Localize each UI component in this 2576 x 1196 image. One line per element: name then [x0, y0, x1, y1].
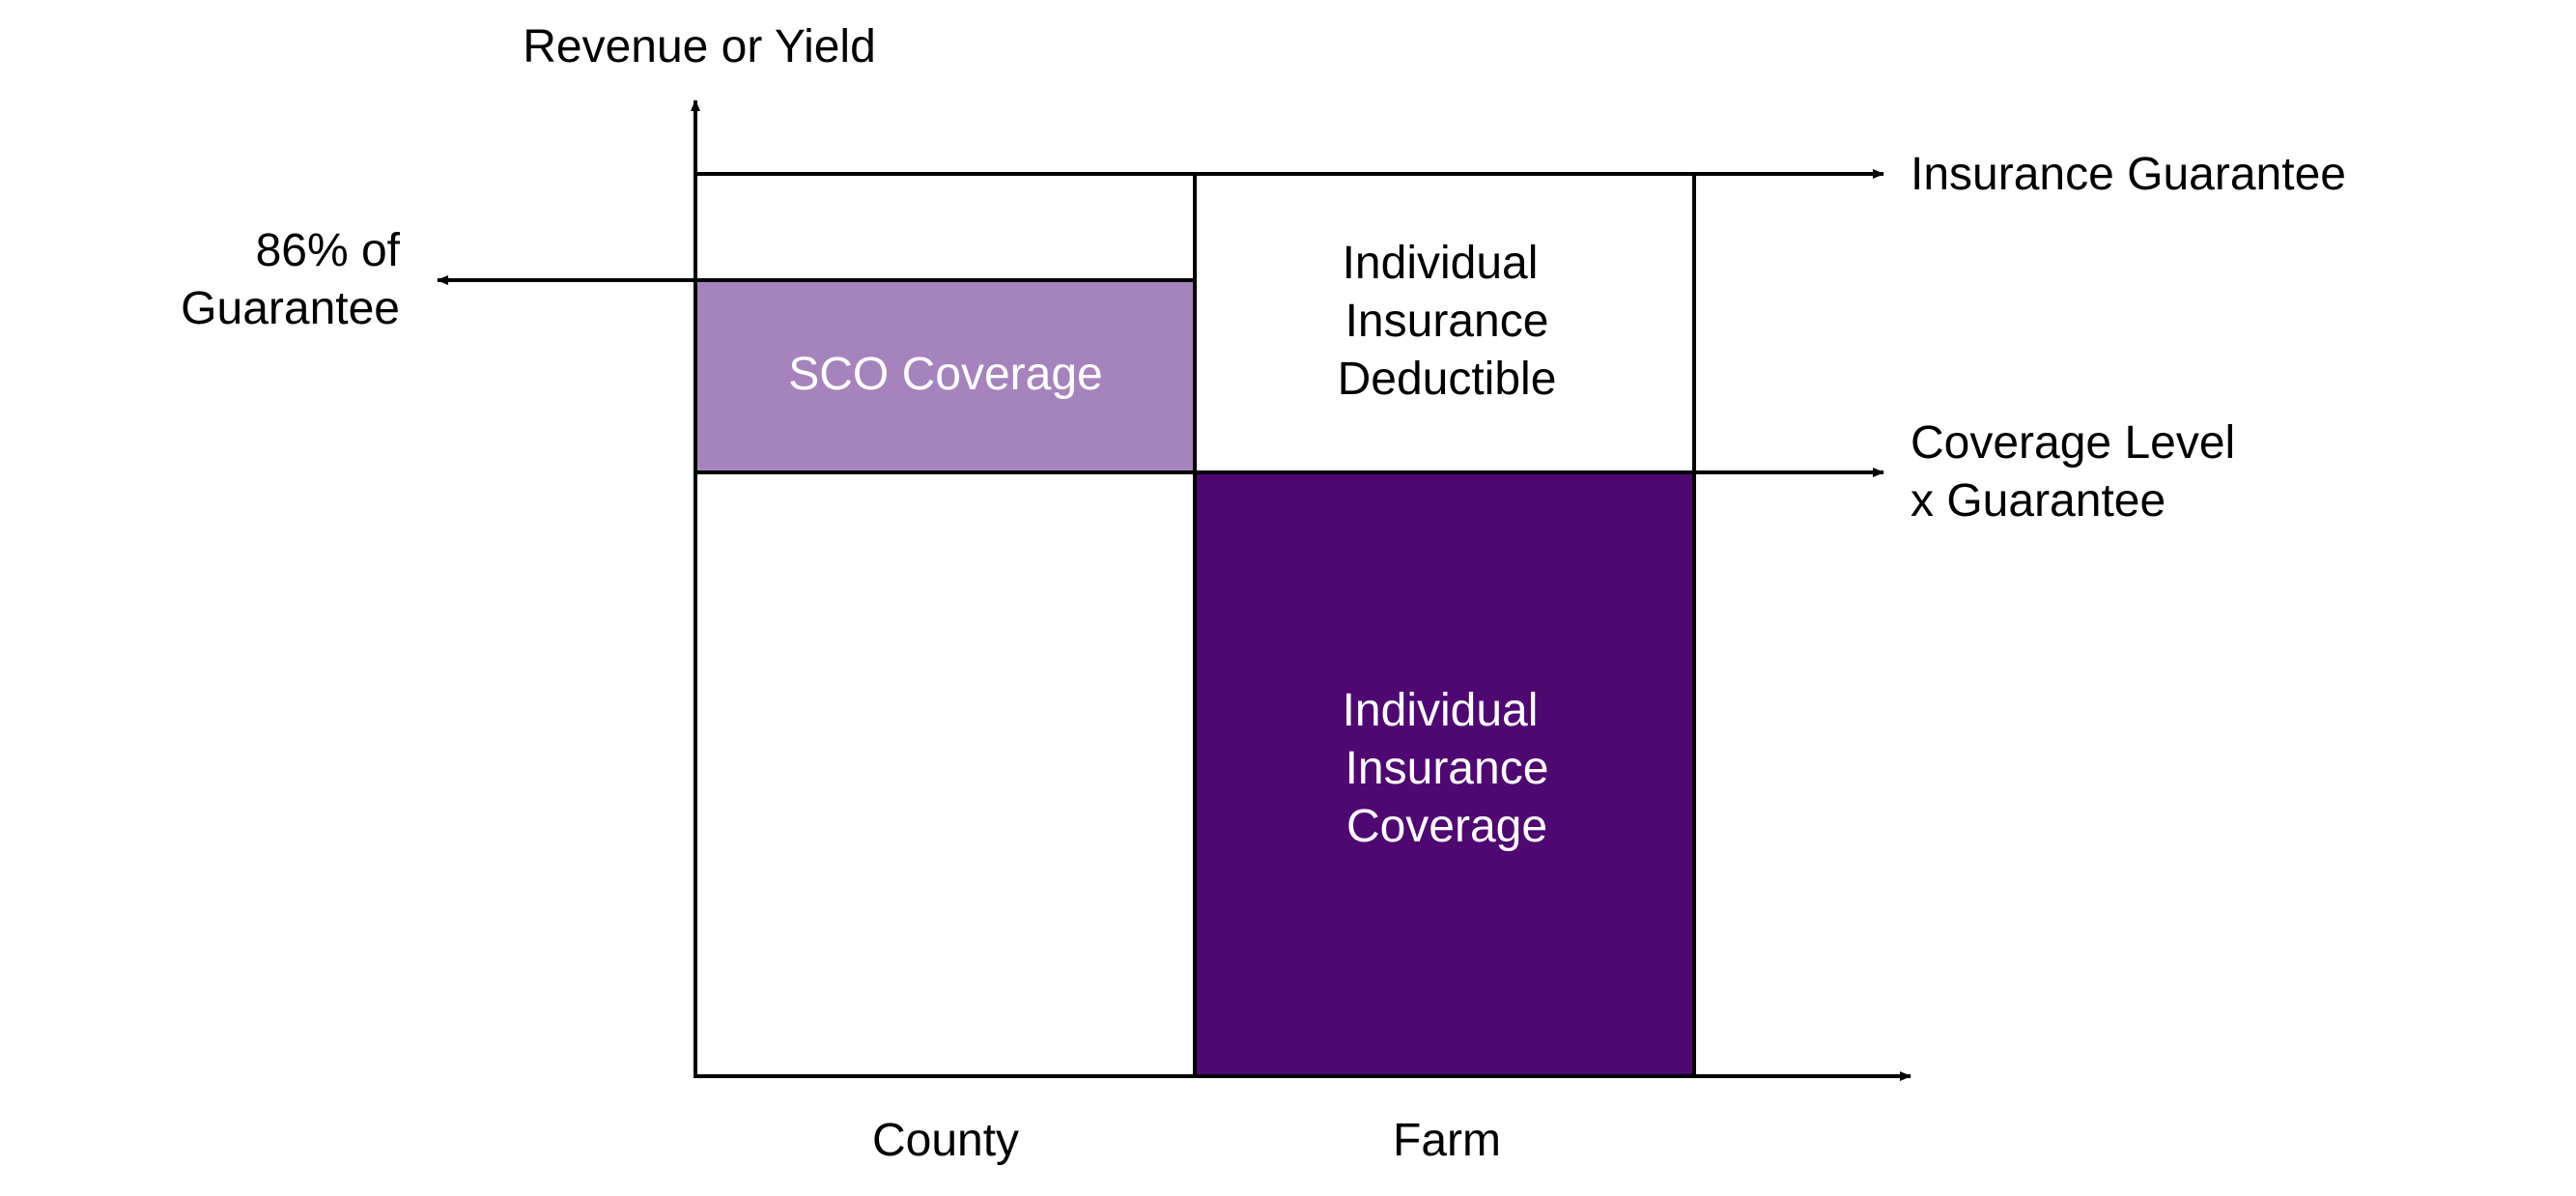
category-label-farm: Farm — [1393, 1115, 1501, 1166]
sco-limit-label-line2: Guarantee — [181, 283, 400, 334]
individual-coverage-label: Individual — [1343, 685, 1539, 736]
deductible-label: Individual — [1343, 238, 1539, 289]
sco-coverage-label: SCO Coverage — [788, 349, 1102, 400]
coverage-level-label: Coverage Level — [1911, 417, 2235, 469]
sco-coverage-region — [694, 278, 1197, 474]
county-base-region — [694, 470, 1197, 1078]
deductible-label-line2: Insurance — [1345, 296, 1549, 347]
individual-coverage-label-line3: Coverage — [1346, 801, 1547, 852]
category-label-county: County — [872, 1115, 1019, 1166]
individual-coverage-region — [1193, 470, 1696, 1078]
insurance-guarantee-label: Insurance Guarantee — [1911, 149, 2346, 200]
y-axis-label: Revenue or Yield — [523, 21, 876, 72]
deductible-label-line3: Deductible — [1338, 354, 1557, 405]
deductible-region — [1193, 172, 1696, 474]
coverage-level-label-line2: x Guarantee — [1911, 475, 2166, 527]
individual-coverage-label-line2: Insurance — [1345, 743, 1549, 794]
sco-limit-label: 86% of — [256, 225, 401, 276]
